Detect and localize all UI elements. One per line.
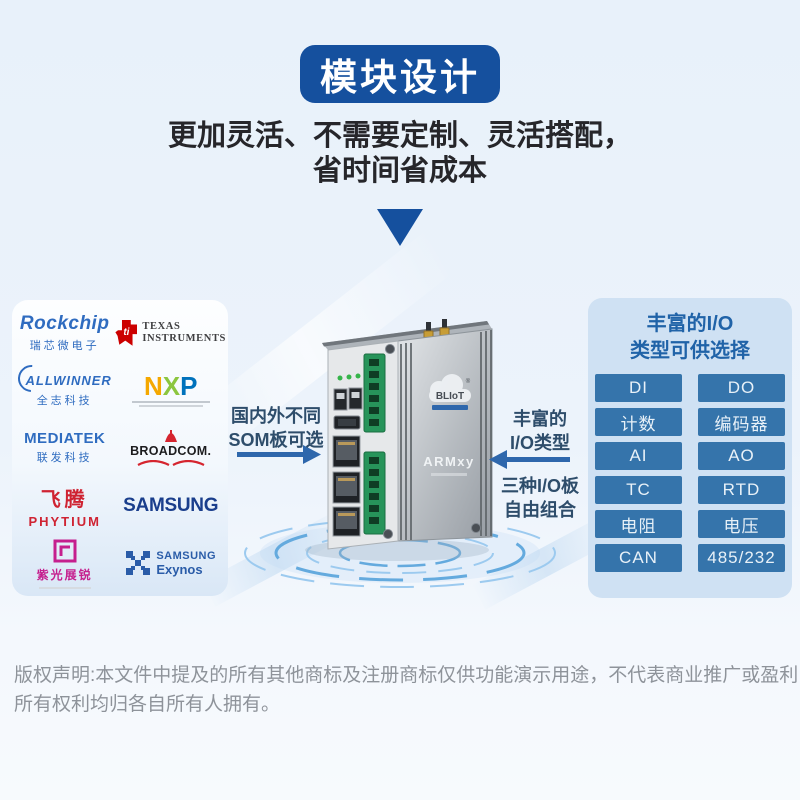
io-type-can: CAN — [595, 544, 682, 572]
vendor-rockchip: Rockchip 瑞芯微电子 — [14, 304, 115, 362]
title-badge: 模块设计 — [300, 45, 500, 103]
som-vendors-panel: Rockchip 瑞芯微电子 ti TEXAS INSTRUMENTS ALLW… — [11, 300, 228, 596]
vendor-nxp: NXP — [115, 362, 226, 420]
hdmi-port — [333, 415, 361, 430]
brand-cloud-logo: BLIoT ® — [429, 374, 471, 410]
allwinner-chinese-name: 全志科技 — [36, 395, 93, 408]
down-arrow-icon — [377, 209, 423, 246]
io-type-grid: DI DO 计数 编码器 AI AO TC RTD 电阻 电压 CAN 485/… — [595, 374, 785, 572]
device-illustration: BLIoT ® ARMxy — [322, 319, 493, 550]
broadcom-wave-icon — [137, 459, 205, 466]
device-subtext — [431, 473, 467, 476]
subtitle-line-2: 省时间省成本 — [312, 155, 487, 187]
product-photo: BLIoT ® ARMxy — [237, 319, 570, 588]
allwinner-wordmark: ALLWINNER — [25, 373, 112, 389]
rockchip-chinese-name: 瑞芯微电子 — [29, 339, 100, 352]
phytium-chinese-name: 飞腾 — [40, 488, 89, 511]
heatsink-fins — [400, 330, 492, 540]
exynos-icon — [126, 551, 151, 576]
disclaimer-line-2: 所有权利均归各自所有人拥有。 — [14, 694, 281, 715]
io-type-counter: 计数 — [595, 408, 682, 436]
io-type-ai: AI — [595, 442, 682, 470]
io-type-rtd: RTD — [698, 476, 785, 504]
subtitle-line-1: 更加灵活、不需要定制、灵活搭配， — [167, 120, 632, 152]
ethernet-ports — [332, 435, 361, 537]
mediatek-chinese-name: 联发科技 — [36, 452, 93, 465]
io-type-encoder: 编码器 — [698, 408, 785, 436]
copyright-disclaimer: 版权声明:本文件中提及的所有其他商标及注册商标仅供功能演示用途，不代表商业推广或… — [14, 661, 800, 719]
rockchip-wordmark: Rockchip — [19, 312, 110, 334]
ti-icon: ti — [115, 319, 138, 346]
right-pointing-arrow-icon — [237, 445, 321, 464]
phytium-wordmark: PHYTIUM — [28, 513, 101, 529]
nxp-wordmark: NXP — [143, 371, 198, 402]
callout-io-boards: 三种I/O板 自由组合 — [500, 476, 579, 520]
callout-som-boards: 国内外不同 SOM板可选 — [228, 406, 324, 450]
led-indicators — [337, 373, 361, 381]
unisoc-icon — [53, 539, 77, 563]
page-title: 模块设计 — [320, 57, 480, 98]
ti-wordmark: TEXAS INSTRUMENTS — [142, 320, 226, 344]
io-panel-title: 丰富的I/O 类型可供选择 — [630, 313, 750, 362]
device-brand: BLIoT — [436, 391, 464, 402]
nxp-tagline — [131, 401, 210, 408]
io-type-tc: TC — [595, 476, 682, 504]
exynos-wordmark: SAMSUNG Exynos — [156, 550, 217, 578]
vendor-texas-instruments: ti TEXAS INSTRUMENTS — [115, 304, 226, 362]
device-model: ARMxy — [423, 454, 475, 469]
vendor-samsung-exynos: SAMSUNG Exynos — [115, 534, 226, 592]
samsung-wordmark: SAMSUNG — [123, 494, 219, 516]
callout-io-types: 丰富的 I/O类型 — [509, 409, 570, 453]
vendor-mediatek: MEDIATEK 联发科技 — [14, 419, 115, 477]
broadcom-antenna-icon — [164, 429, 177, 442]
io-types-panel: 丰富的I/O 类型可供选择 DI DO 计数 编码器 AI AO TC RTD … — [588, 298, 792, 598]
usb-ports — [333, 387, 363, 411]
io-type-resistance: 电阻 — [595, 510, 682, 538]
io-type-ao: AO — [698, 442, 785, 470]
vendor-samsung: SAMSUNG — [115, 477, 226, 535]
disclaimer-line-1: 版权声明:本文件中提及的所有其他商标及注册商标仅供功能演示用途，不代表商业推广或… — [14, 665, 800, 686]
vendor-broadcom: BROADCOM. — [115, 419, 226, 477]
io-type-di: DI — [595, 374, 682, 402]
io-type-voltage: 电压 — [698, 510, 785, 538]
unisoc-chinese-name: 紫光展锐 — [36, 567, 93, 582]
unisoc-tagline — [38, 586, 91, 589]
screws — [383, 344, 481, 539]
subtitle: 更加灵活、不需要定制、灵活搭配， 省时间省成本 — [0, 119, 800, 189]
broadcom-wordmark: BROADCOM. — [130, 443, 212, 458]
vendor-phytium: 飞腾 PHYTIUM — [14, 477, 115, 535]
vendor-allwinner: ALLWINNER 全志科技 — [11, 359, 115, 420]
terminal-blocks — [363, 353, 386, 535]
vendor-unisoc: 紫光展锐 — [14, 534, 115, 592]
io-type-485-232: 485/232 — [698, 544, 785, 572]
registered-mark: ® — [466, 378, 471, 385]
left-pointing-arrow-icon — [489, 450, 570, 469]
mediatek-wordmark: MEDIATEK — [24, 430, 106, 448]
io-type-do: DO — [698, 374, 785, 402]
